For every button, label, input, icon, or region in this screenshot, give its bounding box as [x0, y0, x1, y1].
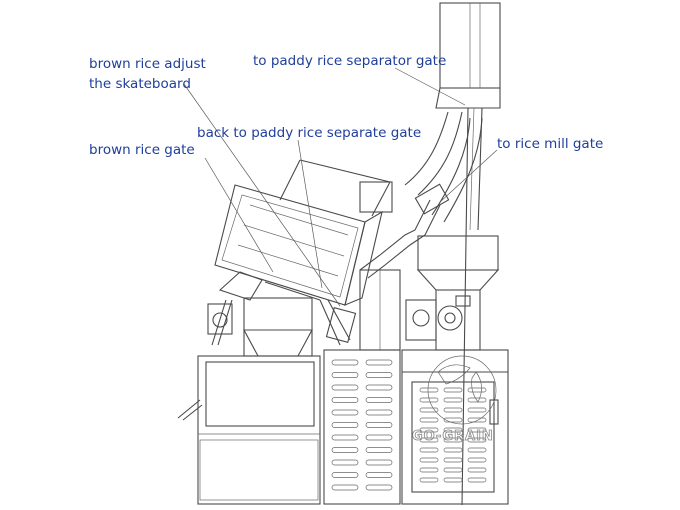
label-back-to-paddy: back to paddy rice separate gate	[197, 125, 421, 141]
grille-slot	[443, 407, 463, 413]
grille-slot	[443, 427, 463, 433]
grille-slot	[467, 437, 487, 443]
vent-slot	[365, 397, 393, 403]
vent-slot	[365, 484, 393, 491]
leader-lines	[183, 67, 498, 307]
grille-slot	[467, 447, 487, 453]
vent-slot	[365, 459, 393, 466]
discharge-pipes	[359, 111, 483, 279]
vent-slot	[331, 359, 359, 366]
vent-slot	[331, 472, 359, 478]
grille-slot	[419, 477, 439, 483]
vent-slot	[365, 434, 393, 441]
grille-slot	[467, 407, 487, 413]
grille-slot	[419, 417, 439, 423]
middle-cabinet	[323, 349, 401, 505]
vent-slot	[331, 447, 359, 453]
grille-slot	[467, 417, 487, 423]
grille-slot	[419, 437, 439, 443]
vent-slot	[365, 422, 393, 428]
grille-slot	[443, 457, 463, 463]
grille-slot	[467, 387, 487, 393]
vent-slot	[331, 409, 359, 416]
main-cabinet	[177, 355, 321, 505]
label-paddy-separator-gate: to paddy rice separator gate	[253, 53, 446, 69]
grille-slot	[443, 467, 463, 473]
grille-slot	[467, 427, 487, 433]
vent-slot	[365, 472, 393, 478]
vent-slot	[331, 434, 359, 441]
company-logo: GO-GRAIN	[412, 355, 497, 444]
vent-slot	[331, 397, 359, 403]
vent-slot	[365, 409, 393, 416]
vent-slot	[331, 459, 359, 466]
vent-slot	[365, 384, 393, 391]
grille-slot	[419, 427, 439, 433]
vent-slot	[331, 384, 359, 391]
grille-slot	[443, 447, 463, 453]
grille-slot	[443, 417, 463, 423]
rice-mill-unit	[401, 235, 509, 505]
grille-slot	[467, 457, 487, 463]
grille-slot	[467, 467, 487, 473]
vent-slot	[365, 359, 393, 366]
grille-slot	[419, 467, 439, 473]
grille-slot	[443, 387, 463, 393]
vent-slot	[365, 447, 393, 453]
label-brown-rice-adjust-line2: the skateboard	[89, 76, 191, 92]
grille-slot	[467, 477, 487, 483]
grille-slot	[467, 397, 487, 403]
grille-slot	[419, 387, 439, 393]
grille-slot	[419, 407, 439, 413]
label-rice-mill-gate: to rice mill gate	[497, 136, 603, 152]
support-linkage	[211, 269, 401, 351]
paddy-separator	[214, 159, 393, 306]
grille-slot	[419, 457, 439, 463]
watermark-text: GO-GRAIN	[412, 429, 494, 444]
grille-slot	[443, 437, 463, 443]
grille-slot	[419, 447, 439, 453]
vent-slot	[331, 372, 359, 378]
grille-slot	[443, 477, 463, 483]
label-brown-rice-gate: brown rice gate	[89, 142, 195, 158]
grille-slot	[443, 397, 463, 403]
vent-slot	[365, 372, 393, 378]
vent-slot	[331, 484, 359, 491]
label-brown-rice-adjust-line1: brown rice adjust	[89, 56, 206, 72]
vent-slot	[331, 422, 359, 428]
callout-labels: brown rice adjust the skateboard to padd…	[89, 53, 603, 158]
